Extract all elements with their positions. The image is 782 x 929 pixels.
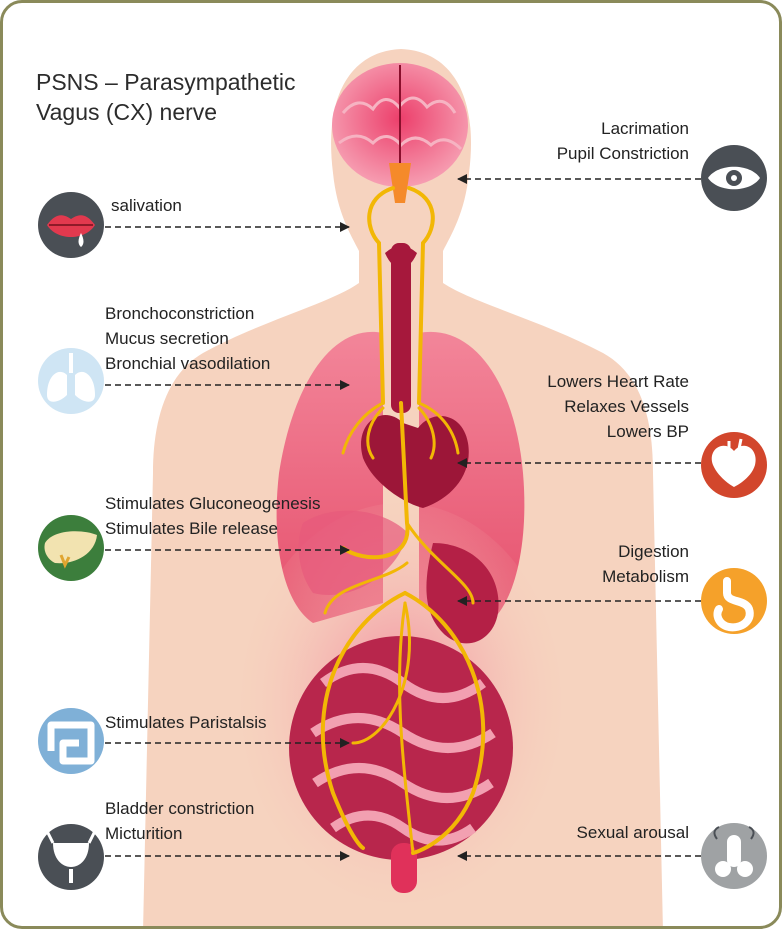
label-line: Pupil Constriction: [557, 141, 689, 166]
reproductive-label: Sexual arousal: [577, 820, 689, 845]
label-line: Stimulates Gluconeogenesis: [105, 491, 320, 516]
bladder-icon: [38, 824, 104, 890]
label-line: Relaxes Vessels: [547, 394, 689, 419]
label-line: Bronchial vasodilation: [105, 351, 270, 376]
label-line: Micturition: [105, 821, 254, 846]
heart-icon: [701, 432, 767, 498]
label-line: Lowers BP: [547, 419, 689, 444]
label-line: Stimulates Paristalsis: [105, 710, 267, 735]
liver-icon: [38, 515, 104, 581]
stomach-label: Digestion Metabolism: [602, 539, 689, 589]
diagram-title: PSNS – Parasympathetic Vagus (CX) nerve: [36, 67, 296, 127]
label-line: Sexual arousal: [577, 820, 689, 845]
label-line: Bladder constriction: [105, 796, 254, 821]
lungs-icon: [38, 348, 104, 414]
label-line: salivation: [111, 193, 182, 218]
label-line: Digestion: [602, 539, 689, 564]
liver-label: Stimulates Gluconeogenesis Stimulates Bi…: [105, 491, 320, 541]
label-line: Mucus secretion: [105, 326, 270, 351]
title-line: Vagus (CX) nerve: [36, 97, 296, 127]
stomach-icon: [701, 568, 767, 634]
label-line: Stimulates Bile release: [105, 516, 320, 541]
heart-label: Lowers Heart Rate Relaxes Vessels Lowers…: [547, 369, 689, 444]
eye-label: Lacrimation Pupil Constriction: [557, 116, 689, 166]
label-line: Lowers Heart Rate: [547, 369, 689, 394]
salivation-label: salivation: [111, 193, 182, 218]
reproductive-organ-icon: [701, 823, 767, 889]
title-line: PSNS – Parasympathetic: [36, 67, 296, 97]
label-line: Lacrimation: [557, 116, 689, 141]
intestine-icon: [38, 708, 104, 774]
label-line: Metabolism: [602, 564, 689, 589]
eye-icon: [701, 145, 767, 211]
lungs-label: Bronchoconstriction Mucus secretion Bron…: [105, 301, 270, 376]
intestine-label: Stimulates Paristalsis: [105, 710, 267, 735]
bladder-label: Bladder constriction Micturition: [105, 796, 254, 846]
mouth-icon: [38, 192, 104, 258]
label-line: Bronchoconstriction: [105, 301, 270, 326]
